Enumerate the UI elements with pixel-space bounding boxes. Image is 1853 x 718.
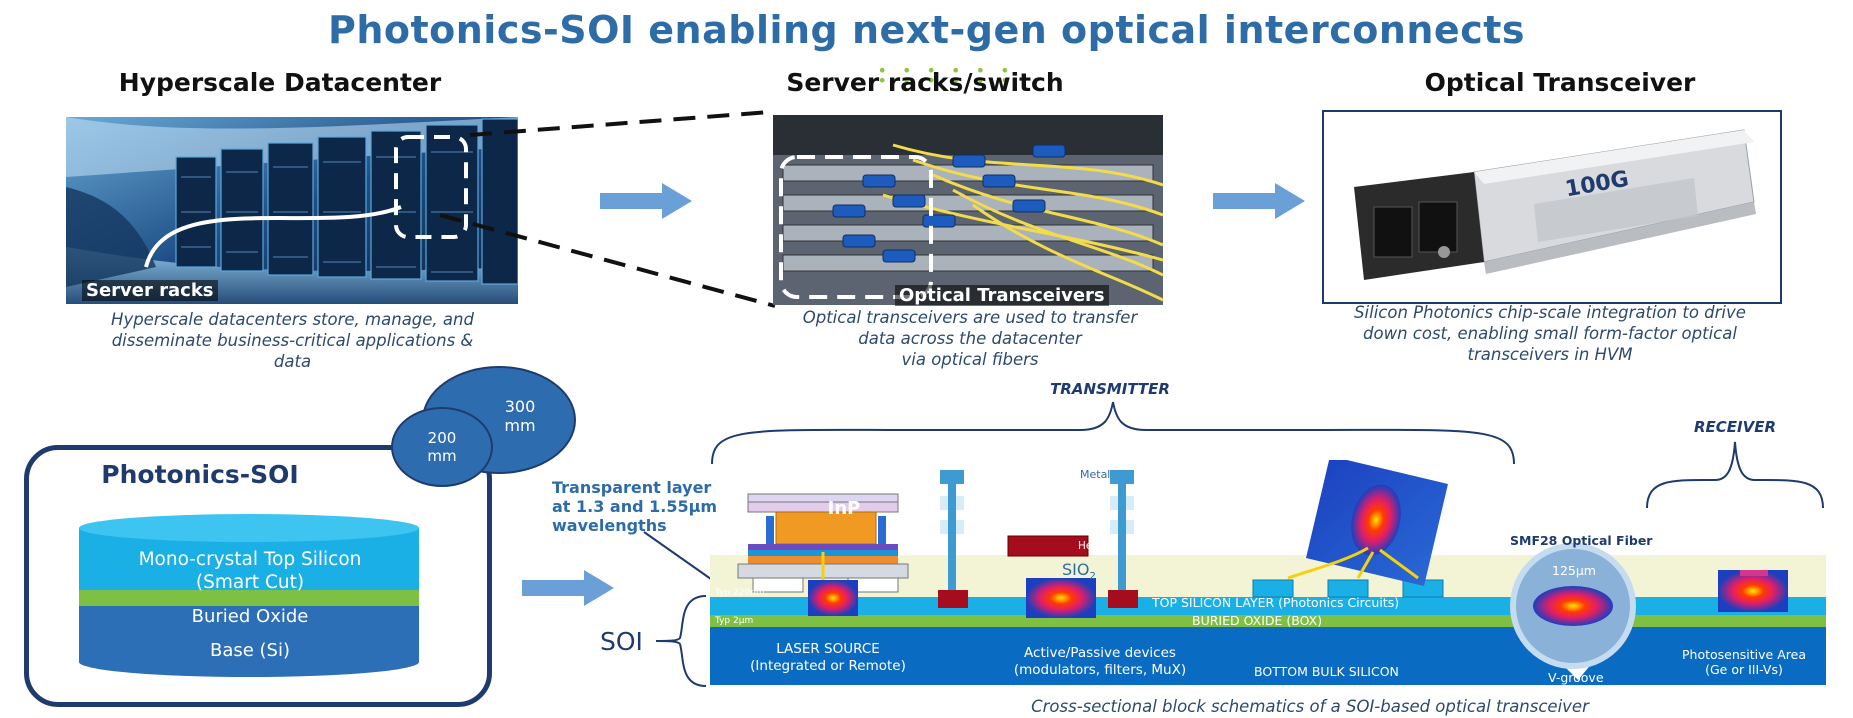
photosensitive-line: Photosensitive Area	[1682, 647, 1806, 662]
typ-2um-label: Typ 2µm	[715, 616, 754, 626]
transceiver-caption-line: Silicon Photonics chip-scale integration…	[1354, 303, 1746, 322]
transmitter-brace	[711, 401, 1515, 465]
soi-brace	[655, 595, 707, 687]
datacenter-caption-line: disseminate business-critical applicatio…	[111, 331, 474, 350]
soi-layer-stack	[79, 514, 419, 677]
racks-header: Server racks/switch	[786, 68, 1064, 97]
receiver-brace	[1646, 441, 1824, 509]
bottom-bulk-silicon-label: BOTTOM BULK SILICON	[1254, 664, 1399, 679]
optical-transceivers-label: Optical Transceivers	[895, 285, 1109, 306]
wafer-300mm-value: 300	[504, 397, 536, 416]
top-silicon-layer-label: Mono-crystal Top Silicon (Smart Cut)	[80, 548, 420, 594]
datacenter-caption-line: data	[273, 352, 312, 371]
wafer-200mm	[391, 407, 493, 487]
buried-oxide-box-label: BURIED OXIDE (BOX)	[1192, 613, 1323, 628]
datacenter-header: Hyperscale Datacenter	[118, 68, 442, 97]
laser-source-line: (Integrated or Remote)	[750, 658, 906, 674]
racks-caption-line: via optical fibers	[901, 350, 1039, 369]
flow-arrow-3	[522, 570, 614, 606]
transparent-note-line: Transparent layer	[552, 478, 712, 497]
page-title: Photonics-SOI enabling next-gen optical …	[327, 8, 1526, 52]
top-silicon-layer-label-schematic: TOP SILICON LAYER (Photonics Circuits)	[1152, 595, 1400, 610]
flow-arrow-2	[1213, 183, 1305, 219]
photonics-soi-title: Photonics-SOI	[101, 460, 299, 489]
metal-label: Metal	[1080, 468, 1111, 481]
vgroove-label: V-groove	[1548, 670, 1604, 685]
server-racks-label: Server racks	[82, 280, 218, 301]
sio2-label: SIO2	[1062, 560, 1096, 582]
fiber-size-label: 125µm	[1552, 563, 1596, 578]
racks-caption-line: data across the datacenter	[858, 329, 1082, 348]
wafer-200mm-unit: mm	[427, 447, 457, 465]
sio2-text: SIO	[1062, 560, 1090, 579]
cross-section-schematic	[710, 460, 1826, 685]
active-passive-line: Active/Passive devices	[1024, 645, 1176, 661]
wafer-200mm-label: 200 mm	[412, 429, 472, 465]
photosensitive-line: (Ge or III-Vs)	[1705, 662, 1783, 677]
wafer-300mm-unit: mm	[504, 416, 536, 435]
receiver-label: RECEIVER	[1693, 418, 1777, 436]
soi-label: SOI	[600, 627, 643, 656]
transceiver-caption-line: transceivers in HVM	[1467, 345, 1633, 364]
top-silicon-line: (Smart Cut)	[195, 572, 305, 593]
top-silicon-line: Mono-crystal Top Silicon	[138, 549, 362, 570]
transparent-note-line: wavelengths	[552, 516, 667, 535]
photosensitive-area-label: Photosensitive Area (Ge or III-Vs)	[1664, 647, 1824, 677]
datacenter-photo	[66, 117, 518, 304]
laser-source-label: LASER SOURCE (Integrated or Remote)	[728, 641, 928, 675]
sio2-subscript: 2	[1089, 571, 1096, 583]
laser-source-line: LASER SOURCE	[776, 641, 880, 657]
smf28-label: SMF28 Optical Fiber	[1510, 533, 1653, 548]
transceiver-caption: Silicon Photonics chip-scale integration…	[1300, 302, 1800, 365]
flow-arrow-1	[600, 183, 692, 219]
datacenter-caption-line: Hyperscale datacenters store, manage, an…	[111, 310, 474, 329]
transparent-layer-note: Transparent layer at 1.3 and 1.55µm wave…	[552, 478, 717, 535]
active-passive-line: (modulators, filters, MuX)	[1013, 662, 1187, 678]
racks-photo	[773, 115, 1163, 305]
heater-label: Heater	[1078, 540, 1114, 552]
title-divider-dots: • • • • • • • • • • • •	[877, 61, 1015, 90]
transparent-note-line: at 1.3 and 1.55µm	[552, 497, 718, 516]
zoom-lines	[440, 110, 776, 308]
datacenter-caption: Hyperscale datacenters store, manage, an…	[60, 309, 525, 372]
base-si-layer-label: Base (Si)	[209, 640, 291, 661]
racks-caption-line: Optical transceivers are used to transfe…	[802, 308, 1138, 327]
buried-oxide-layer-label: Buried Oxide	[191, 606, 309, 627]
active-passive-label: Active/Passive devices (modulators, filt…	[990, 645, 1210, 679]
transceiver-header: Optical Transceiver	[1424, 68, 1696, 97]
transceiver-module-illustration	[1354, 129, 1756, 280]
typ-220nm-label: Typ 220nm	[715, 588, 765, 598]
wafer-300mm-label: 300 mm	[490, 397, 550, 435]
racks-caption: Optical transceivers are used to transfe…	[755, 307, 1185, 370]
wafer-200mm-value: 200	[427, 429, 457, 447]
transceiver-caption-line: down cost, enabling small form-factor op…	[1363, 324, 1737, 343]
inp-label: InP	[827, 498, 861, 519]
schematic-caption: Cross-sectional block schematics of a SO…	[1031, 697, 1589, 716]
transmitter-label: TRANSMITTER	[1050, 380, 1170, 398]
transceiver-frame	[1322, 110, 1782, 304]
